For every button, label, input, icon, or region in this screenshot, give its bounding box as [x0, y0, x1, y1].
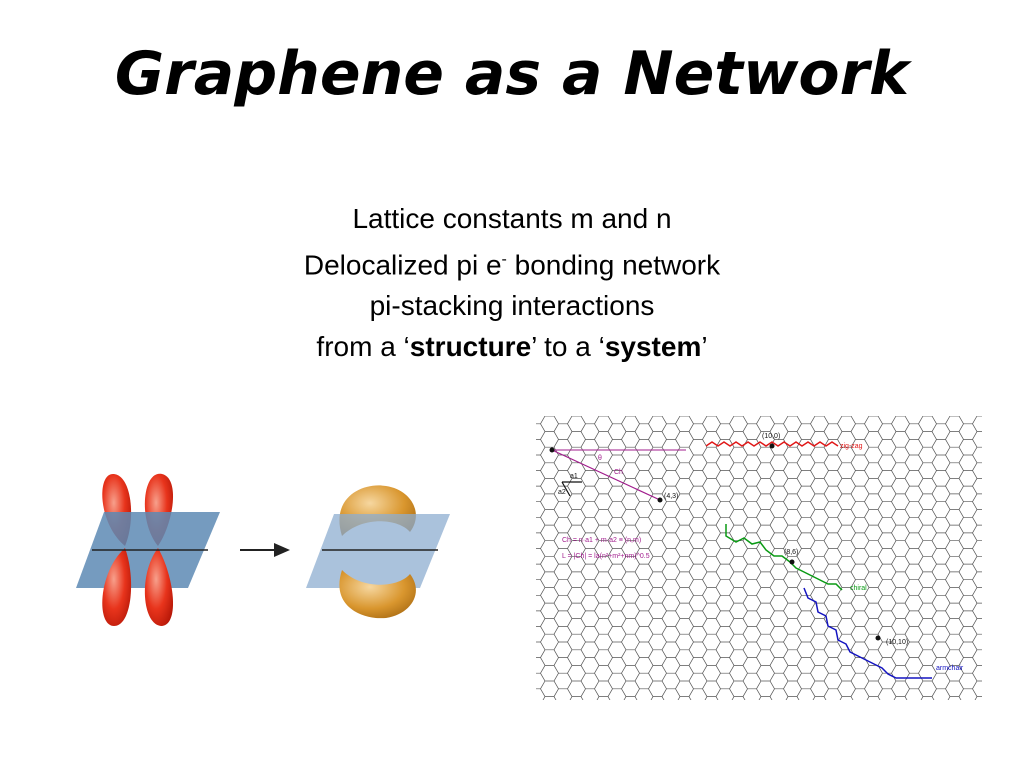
label-8-6: (8,6): [784, 549, 798, 556]
bullet-structure-to-system: from a ‘structure’ to a ‘system’: [316, 331, 708, 363]
label-4-3: (4,3): [664, 493, 678, 500]
lobe-left-bottom: [102, 548, 132, 626]
graphene-lattice-figure: (10,0) zig-zag θ Ch a1 a2 (4,3) Ch = n·a…: [536, 416, 982, 700]
slide-title: Graphene as a Network: [114, 39, 910, 109]
p-orbital-diagram: [76, 473, 220, 626]
hexagonal-grid: [536, 416, 982, 700]
label-10-0: (10,0): [762, 433, 780, 440]
label-armchair: armchair: [936, 665, 964, 672]
bullet-delocalized-network: Delocalized pi e- bonding network: [303, 249, 721, 281]
lobe-right-bottom: [144, 548, 174, 626]
molecular-plane-2: [306, 514, 450, 588]
label-theta: θ: [598, 455, 602, 462]
a2-vector: [561, 481, 571, 497]
armchair-path: [803, 587, 932, 679]
pi-orbital-diagram: [306, 485, 450, 619]
bullet-lattice-constants: Lattice constants m and n: [352, 203, 672, 234]
label-a1: a1: [570, 473, 578, 480]
label-chiral: chiral: [850, 585, 867, 592]
zigzag-path: [705, 441, 839, 447]
label-10-10: (10,10): [886, 639, 908, 646]
point-10-10: [875, 635, 881, 641]
chiral-path: [725, 524, 843, 591]
point-4-3: [657, 497, 663, 503]
system-word: system: [604, 331, 702, 363]
label-equation-length: L = |Ch| = la(n²+m²+nm)^0.5: [562, 553, 650, 560]
label-a2: a2: [558, 489, 566, 496]
pi-lobe-bottom: [339, 570, 416, 619]
point-8-6: [789, 559, 795, 565]
point-10-0: [769, 443, 775, 449]
bullet-pi-stacking: pi-stacking interactions: [369, 290, 655, 322]
right-arrow-icon: [240, 543, 290, 557]
chiral-vector: [551, 449, 661, 501]
structure-word: structure: [409, 331, 532, 363]
origin-point: [549, 447, 555, 453]
label-equation-ch: Ch = n·a1 + m·a2 ≡ (n,m): [562, 537, 641, 544]
label-zigzag: zig-zag: [840, 443, 863, 450]
bullet-list: Lattice constants m and n Delocalized pi…: [212, 198, 812, 367]
label-ch: Ch: [614, 469, 623, 476]
